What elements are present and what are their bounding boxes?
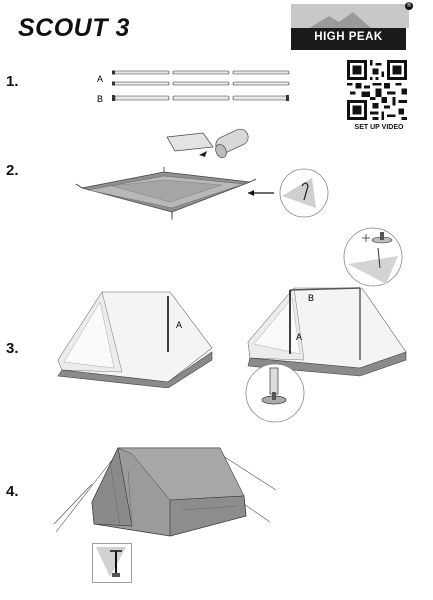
step-1-poles-illustration: A B xyxy=(97,70,290,104)
brand-name: HIGH PEAK xyxy=(314,31,383,43)
step-number-1: 1. xyxy=(6,73,19,90)
step-number-3: 3. xyxy=(6,340,19,357)
step-3-inner-tent-illustration: A xyxy=(57,291,213,388)
brand-logo-mountain-icon xyxy=(291,4,409,28)
step-2-stake-detail-illustration xyxy=(248,168,329,218)
qr-caption: SET UP VIDEO xyxy=(354,124,404,131)
qr-code[interactable] xyxy=(347,60,407,120)
step-2-unroll-illustration xyxy=(166,128,249,159)
page-title: SCOUT 3 xyxy=(18,14,130,42)
tent-pole-label-a: A xyxy=(176,320,182,330)
step-2-ground-sheet-illustration xyxy=(75,167,257,220)
step-number-4: 4. xyxy=(6,483,19,500)
pole-label-b: B xyxy=(97,94,103,104)
pole-label-a: A xyxy=(97,74,103,84)
step-4-stake-detail-illustration xyxy=(92,543,132,583)
tent-pole-label-a-2: A xyxy=(296,332,302,342)
step-3-pin-detail-illustration xyxy=(343,227,403,287)
step-number-2: 2. xyxy=(6,162,19,179)
step-4-flysheet-illustration xyxy=(53,447,277,537)
registered-mark: ® xyxy=(405,2,413,10)
step-3-pole-foot-detail-illustration xyxy=(245,363,305,423)
tent-pole-label-b: B xyxy=(308,293,314,303)
step-3-pole-setup-illustration: B A xyxy=(247,287,407,377)
brand-logo xyxy=(291,28,406,50)
